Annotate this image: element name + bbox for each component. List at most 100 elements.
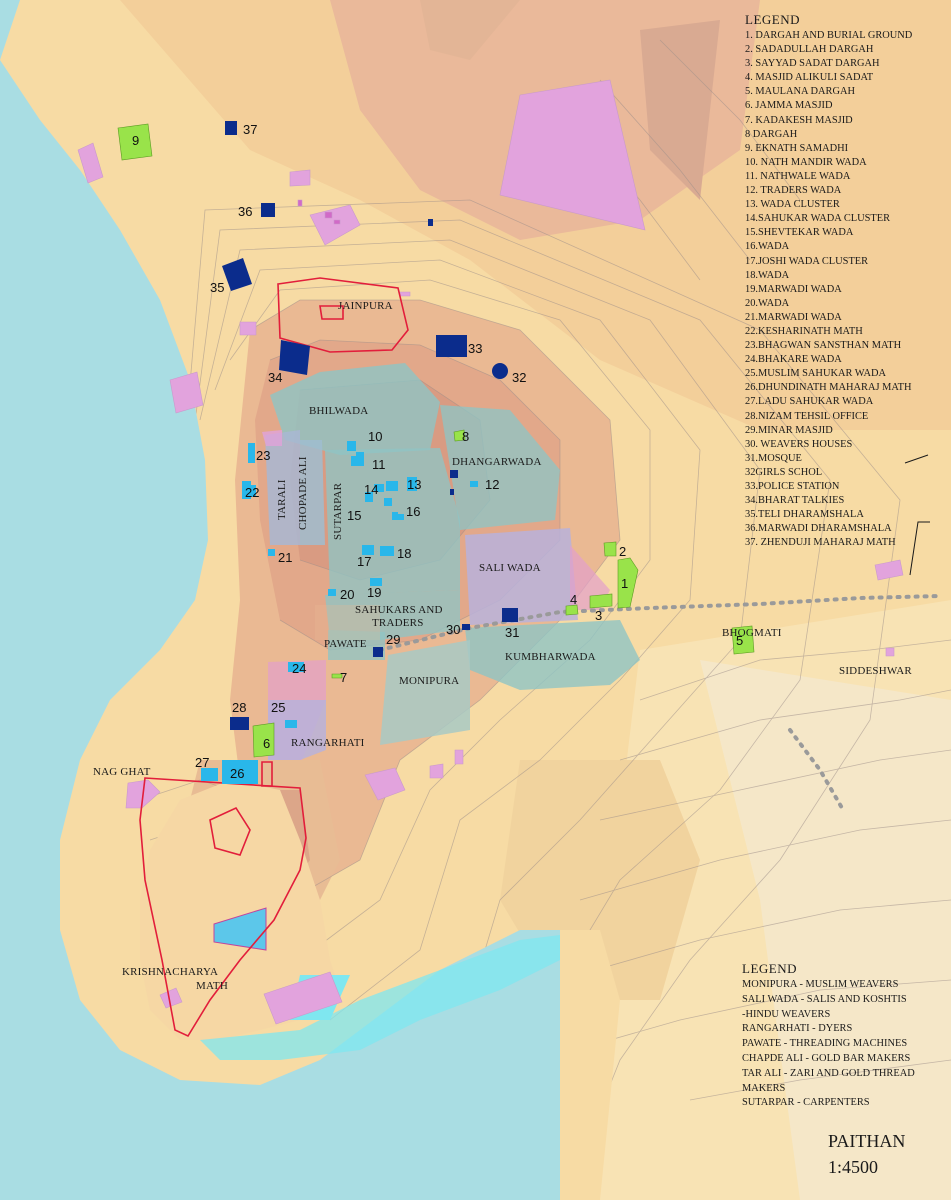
marker-33	[436, 335, 467, 357]
num-20: 20	[340, 587, 354, 602]
legend-item: 23.BHAGWAN SANSTHAN MATH	[745, 340, 902, 352]
legend-item: MONIPURA - MUSLIM WEAVERS	[742, 979, 899, 990]
label-kumbharwada: KUMBHARWADA	[505, 651, 596, 663]
label-tarali: TARALI	[276, 479, 288, 520]
legend-item: 25.MUSLIM SAHUKAR WADA	[745, 368, 886, 380]
marker-7	[331, 673, 343, 679]
label-traders: TRADERS	[372, 617, 424, 629]
marker-30	[462, 624, 470, 630]
marker-16	[392, 512, 398, 520]
num-18: 18	[397, 546, 411, 561]
legend-item: -HINDU WEAVERS	[742, 1008, 831, 1020]
red-boundaries	[139, 277, 409, 1038]
legend-item: 9. EKNATH SAMADHI	[745, 142, 849, 154]
marker-3	[589, 593, 613, 609]
num-19: 19	[367, 585, 381, 600]
legend-item: 17.JOSHI WADA CLUSTER	[745, 255, 869, 267]
map-title-block: PAITHAN 1:4500	[828, 1128, 905, 1180]
legend-item: 2. SADADULLAH DARGAH	[745, 44, 874, 56]
legend-item: 3. SAYYAD SADAT DARGAH	[745, 58, 880, 70]
legend-item: 28.NIZAM TEHSIL OFFICE	[745, 410, 869, 422]
boundary-jainpura-temple	[319, 305, 344, 320]
legend-item: 32GIRLS SCHOL	[745, 466, 823, 478]
num-1: 1	[621, 576, 628, 591]
pink-plot-krishnacharya	[159, 987, 183, 1009]
land-north-hill-core	[640, 20, 720, 200]
marker-35	[222, 258, 252, 291]
legend-item: 22.KESHARINATH MATH	[745, 325, 863, 337]
river-pool	[213, 907, 267, 951]
marker-13	[407, 477, 417, 491]
land-east-plain-light	[700, 660, 951, 1200]
map-scale: 1:4500	[828, 1157, 879, 1177]
legend-item: 18.WADA	[745, 269, 790, 281]
legend-item: 19.MARWADI WADA	[745, 283, 842, 295]
marker-25	[285, 720, 297, 728]
legend-item: PAWATE - THREADING MACHINES	[742, 1038, 908, 1050]
pink-plot-c	[239, 321, 257, 336]
legend-item: 24.BHAKARE WADA	[745, 354, 842, 366]
num-26: 26	[230, 766, 244, 781]
pink-plot-a	[289, 169, 311, 187]
legend-crafts-list: MONIPURA - MUSLIM WEAVERS SALI WADA - SAL…	[742, 978, 915, 1111]
legend-item: 11. NATHWALE WADA	[745, 170, 851, 182]
district-sali-pink	[570, 545, 610, 610]
legend-item: 29.MINAR MASJID	[745, 424, 833, 436]
marker-22	[242, 481, 251, 499]
legend-item: MAKERS	[742, 1082, 786, 1094]
marker-19	[370, 578, 382, 586]
place-labels: JAINPURA BHILWADA DHANGARWADA TARALI CHO…	[93, 300, 912, 992]
muslim-markers	[117, 123, 755, 758]
legend-item: 34.BHARAT TALKIES	[745, 495, 845, 507]
legend-item: 27.LADU SAHUKAR WADA	[745, 396, 874, 408]
num-6: 6	[263, 736, 270, 751]
pink-plot-e	[399, 291, 411, 297]
num-24: 24	[292, 661, 306, 676]
pink-plot-h	[454, 749, 464, 765]
district-sali-wada	[465, 528, 578, 625]
ghat-water-edge	[200, 935, 560, 1060]
legend-item: 6. JAMMA MASJID	[745, 100, 833, 112]
num-11: 11	[372, 457, 386, 472]
pink-plot-north	[499, 79, 646, 231]
legend-item: 7. KADAKESH MASJID	[745, 114, 853, 126]
boundary-circle	[209, 806, 251, 856]
num-37: 37	[243, 122, 257, 137]
marker-14	[374, 484, 384, 492]
num-36: 36	[238, 204, 252, 219]
num-21: 21	[278, 550, 292, 565]
legend-item: SUTARPAR - CARPENTERS	[742, 1097, 870, 1109]
boundary-krishnacharya	[139, 777, 307, 1038]
legend-item: 4. MASJID ALIKULI SADAT	[745, 72, 874, 84]
num-27: 27	[195, 755, 209, 770]
num-12: 12	[485, 477, 499, 492]
num-25: 25	[271, 700, 285, 715]
num-33: 33	[468, 341, 482, 356]
civic-markers	[222, 121, 518, 730]
scale-ticks	[904, 454, 930, 576]
district-pawate	[328, 630, 385, 660]
num-35: 35	[210, 280, 224, 295]
legend-crafts-heading: LEGEND	[742, 961, 797, 976]
district-tarali	[265, 430, 300, 545]
map-title: PAITHAN	[828, 1131, 906, 1151]
legend-item: 15.SHEVTEKAR WADA	[745, 227, 854, 239]
legend-item: SALI WADA - SALIS AND KOSHTIS	[742, 993, 907, 1005]
boundary-jainpura	[277, 277, 409, 353]
marker-9	[117, 123, 153, 161]
num-23: 23	[256, 448, 270, 463]
label-chopade-ali: CHOPADE ALI	[297, 456, 309, 530]
num-32: 32	[512, 370, 526, 385]
label-bhilwada: BHILWADA	[309, 405, 368, 417]
num-28: 28	[232, 700, 246, 715]
label-pawate: PAWATE	[324, 638, 367, 650]
pink-plot-g	[429, 763, 444, 779]
label-sahukars: SAHUKARS AND	[355, 604, 443, 616]
legend-item: 8 DARGAH	[745, 128, 798, 140]
legend-item: 36.MARWADI DHARAMSHALA	[745, 523, 892, 535]
boundary-small	[261, 761, 273, 787]
district-sahukars	[325, 590, 460, 640]
marker-20	[328, 589, 336, 596]
district-rangarhati	[268, 700, 326, 760]
